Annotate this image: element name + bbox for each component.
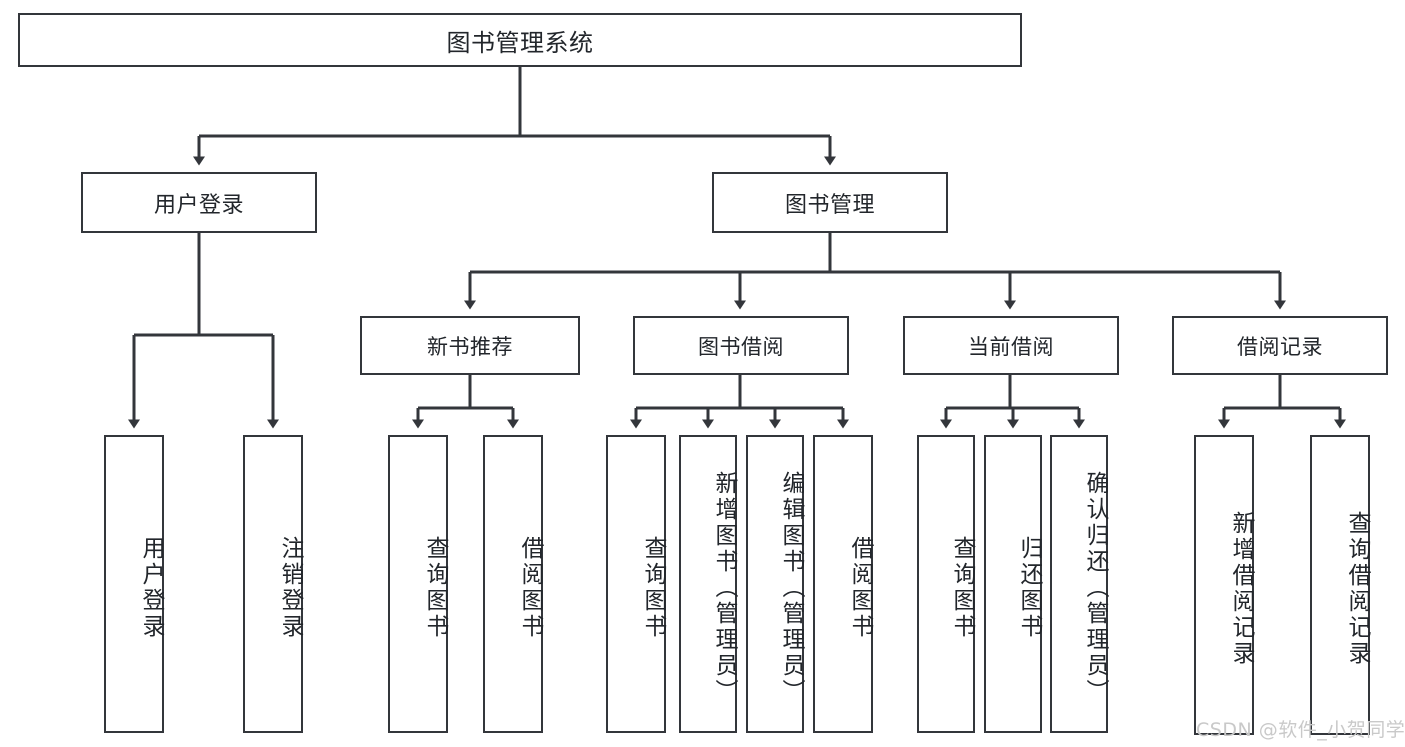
node-label: 新增借阅记录 bbox=[1228, 511, 1254, 667]
leaf-edit-book-admin[interactable]: 编辑图书（管理员） bbox=[746, 435, 804, 733]
leaf-logout-login[interactable]: 注销登录 bbox=[243, 435, 303, 733]
leaf-borrow-book-newbook[interactable]: 借阅图书 bbox=[483, 435, 543, 733]
node-book-management[interactable]: 图书管理 bbox=[712, 172, 948, 233]
node-label: 查询图书 bbox=[640, 536, 666, 640]
node-label: 借阅记录 bbox=[1237, 334, 1323, 359]
node-label: 用户登录 bbox=[153, 192, 244, 218]
node-label: 用户登录 bbox=[138, 536, 164, 640]
leaf-return-book[interactable]: 归还图书 bbox=[984, 435, 1042, 733]
node-label: 借阅图书 bbox=[517, 536, 543, 640]
node-label: 查询借阅记录 bbox=[1344, 511, 1370, 667]
node-root-system[interactable]: 图书管理系统 bbox=[18, 13, 1022, 67]
node-label: 借阅图书 bbox=[847, 536, 873, 640]
leaf-add-book-admin[interactable]: 新增图书（管理员） bbox=[679, 435, 737, 733]
leaf-query-book-current[interactable]: 查询图书 bbox=[917, 435, 975, 733]
csdn-watermark: CSDN @软件_小贺同学 bbox=[1196, 719, 1405, 741]
node-label: 编辑图书（管理员） bbox=[778, 471, 804, 705]
node-borrow-record[interactable]: 借阅记录 bbox=[1172, 316, 1388, 375]
leaf-lend-book[interactable]: 借阅图书 bbox=[813, 435, 873, 733]
leaf-query-book-newbook[interactable]: 查询图书 bbox=[388, 435, 448, 733]
node-label: 图书管理系统 bbox=[446, 28, 594, 57]
node-label: 图书管理 bbox=[784, 192, 875, 218]
leaf-query-borrow-record[interactable]: 查询借阅记录 bbox=[1310, 435, 1370, 735]
node-label: 查询图书 bbox=[949, 536, 975, 640]
leaf-add-borrow-record[interactable]: 新增借阅记录 bbox=[1194, 435, 1254, 735]
node-user-login[interactable]: 用户登录 bbox=[81, 172, 317, 233]
node-label: 当前借阅 bbox=[968, 334, 1054, 359]
node-label: 注销登录 bbox=[277, 536, 303, 640]
node-current-borrow[interactable]: 当前借阅 bbox=[903, 316, 1119, 375]
node-label: 确认归还（管理员） bbox=[1082, 471, 1108, 705]
node-label: 新增图书（管理员） bbox=[711, 471, 737, 705]
node-label: 归还图书 bbox=[1016, 536, 1042, 640]
node-label: 新书推荐 bbox=[427, 334, 513, 359]
leaf-query-book-borrow[interactable]: 查询图书 bbox=[606, 435, 666, 733]
node-label: 图书借阅 bbox=[698, 334, 784, 359]
node-book-borrow[interactable]: 图书借阅 bbox=[633, 316, 849, 375]
node-new-book-recommend[interactable]: 新书推荐 bbox=[360, 316, 580, 375]
leaf-user-login[interactable]: 用户登录 bbox=[104, 435, 164, 733]
leaf-confirm-return-admin[interactable]: 确认归还（管理员） bbox=[1050, 435, 1108, 733]
node-label: 查询图书 bbox=[422, 536, 448, 640]
